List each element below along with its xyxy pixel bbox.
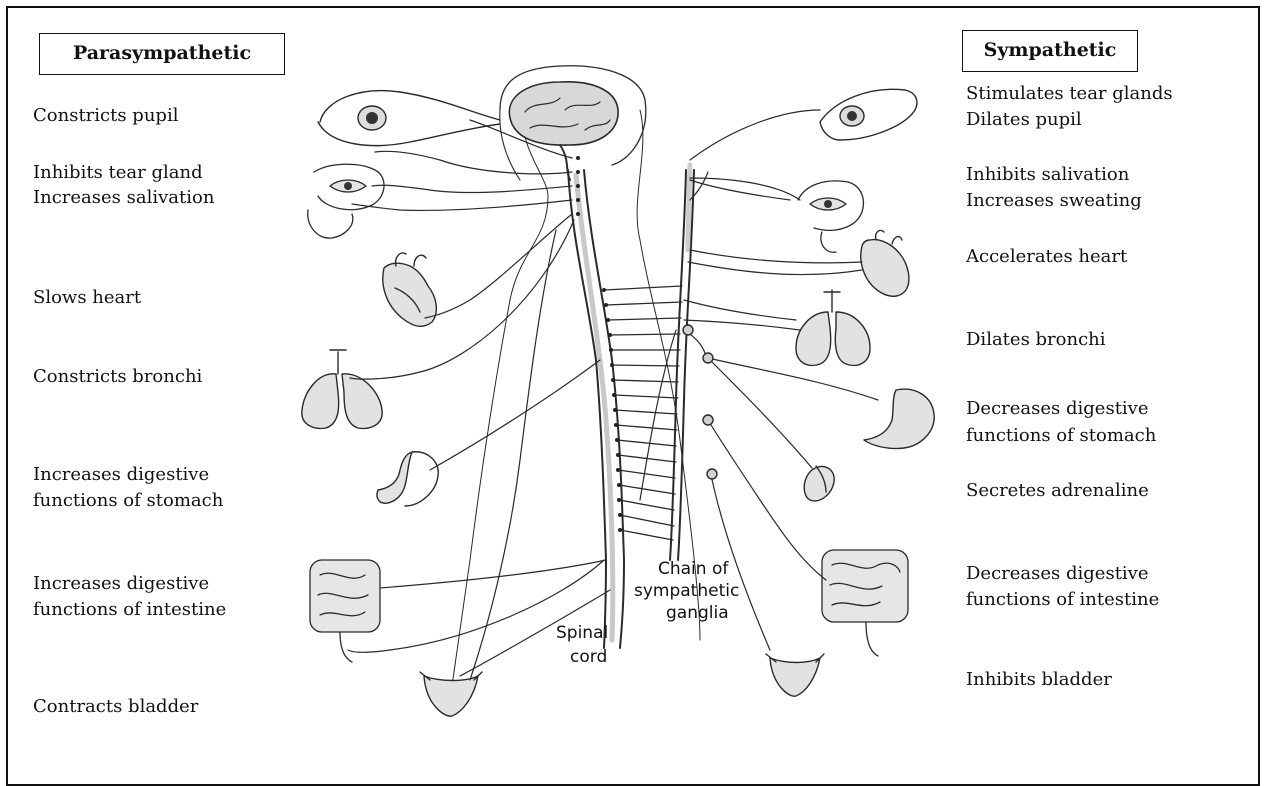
intestine-icon-right xyxy=(822,550,908,656)
spinal-label-line2: cord xyxy=(570,646,607,668)
sympathetic-ganglia xyxy=(683,325,717,479)
face-icon xyxy=(308,164,384,238)
nerve-rungs xyxy=(604,286,682,540)
heart-icon xyxy=(383,253,437,326)
spinal-label-line1: Spinal xyxy=(556,622,608,644)
eye-icon-right xyxy=(820,89,917,140)
stomach-icon xyxy=(377,452,438,506)
heart-icon-right xyxy=(861,230,909,296)
chain-label-line1: Chain of xyxy=(658,558,728,580)
lungs-icon-right xyxy=(796,290,870,365)
body-outline xyxy=(450,110,548,700)
brain-icon xyxy=(509,82,618,180)
adrenal-gland-icon xyxy=(804,466,834,501)
bladder-icon-right xyxy=(766,654,824,696)
face-icon-right xyxy=(798,181,863,252)
stomach-icon-right xyxy=(864,389,934,448)
chain-label-line3: ganglia xyxy=(666,602,729,624)
chain-label-line2: sympathetic xyxy=(634,580,739,602)
eye-icon xyxy=(318,91,500,146)
bladder-icon xyxy=(420,672,482,716)
intestine-icon xyxy=(310,560,380,662)
lungs-icon xyxy=(302,350,382,428)
sympathetic-chain xyxy=(670,165,694,560)
nervous-system-illustration xyxy=(0,0,1270,769)
